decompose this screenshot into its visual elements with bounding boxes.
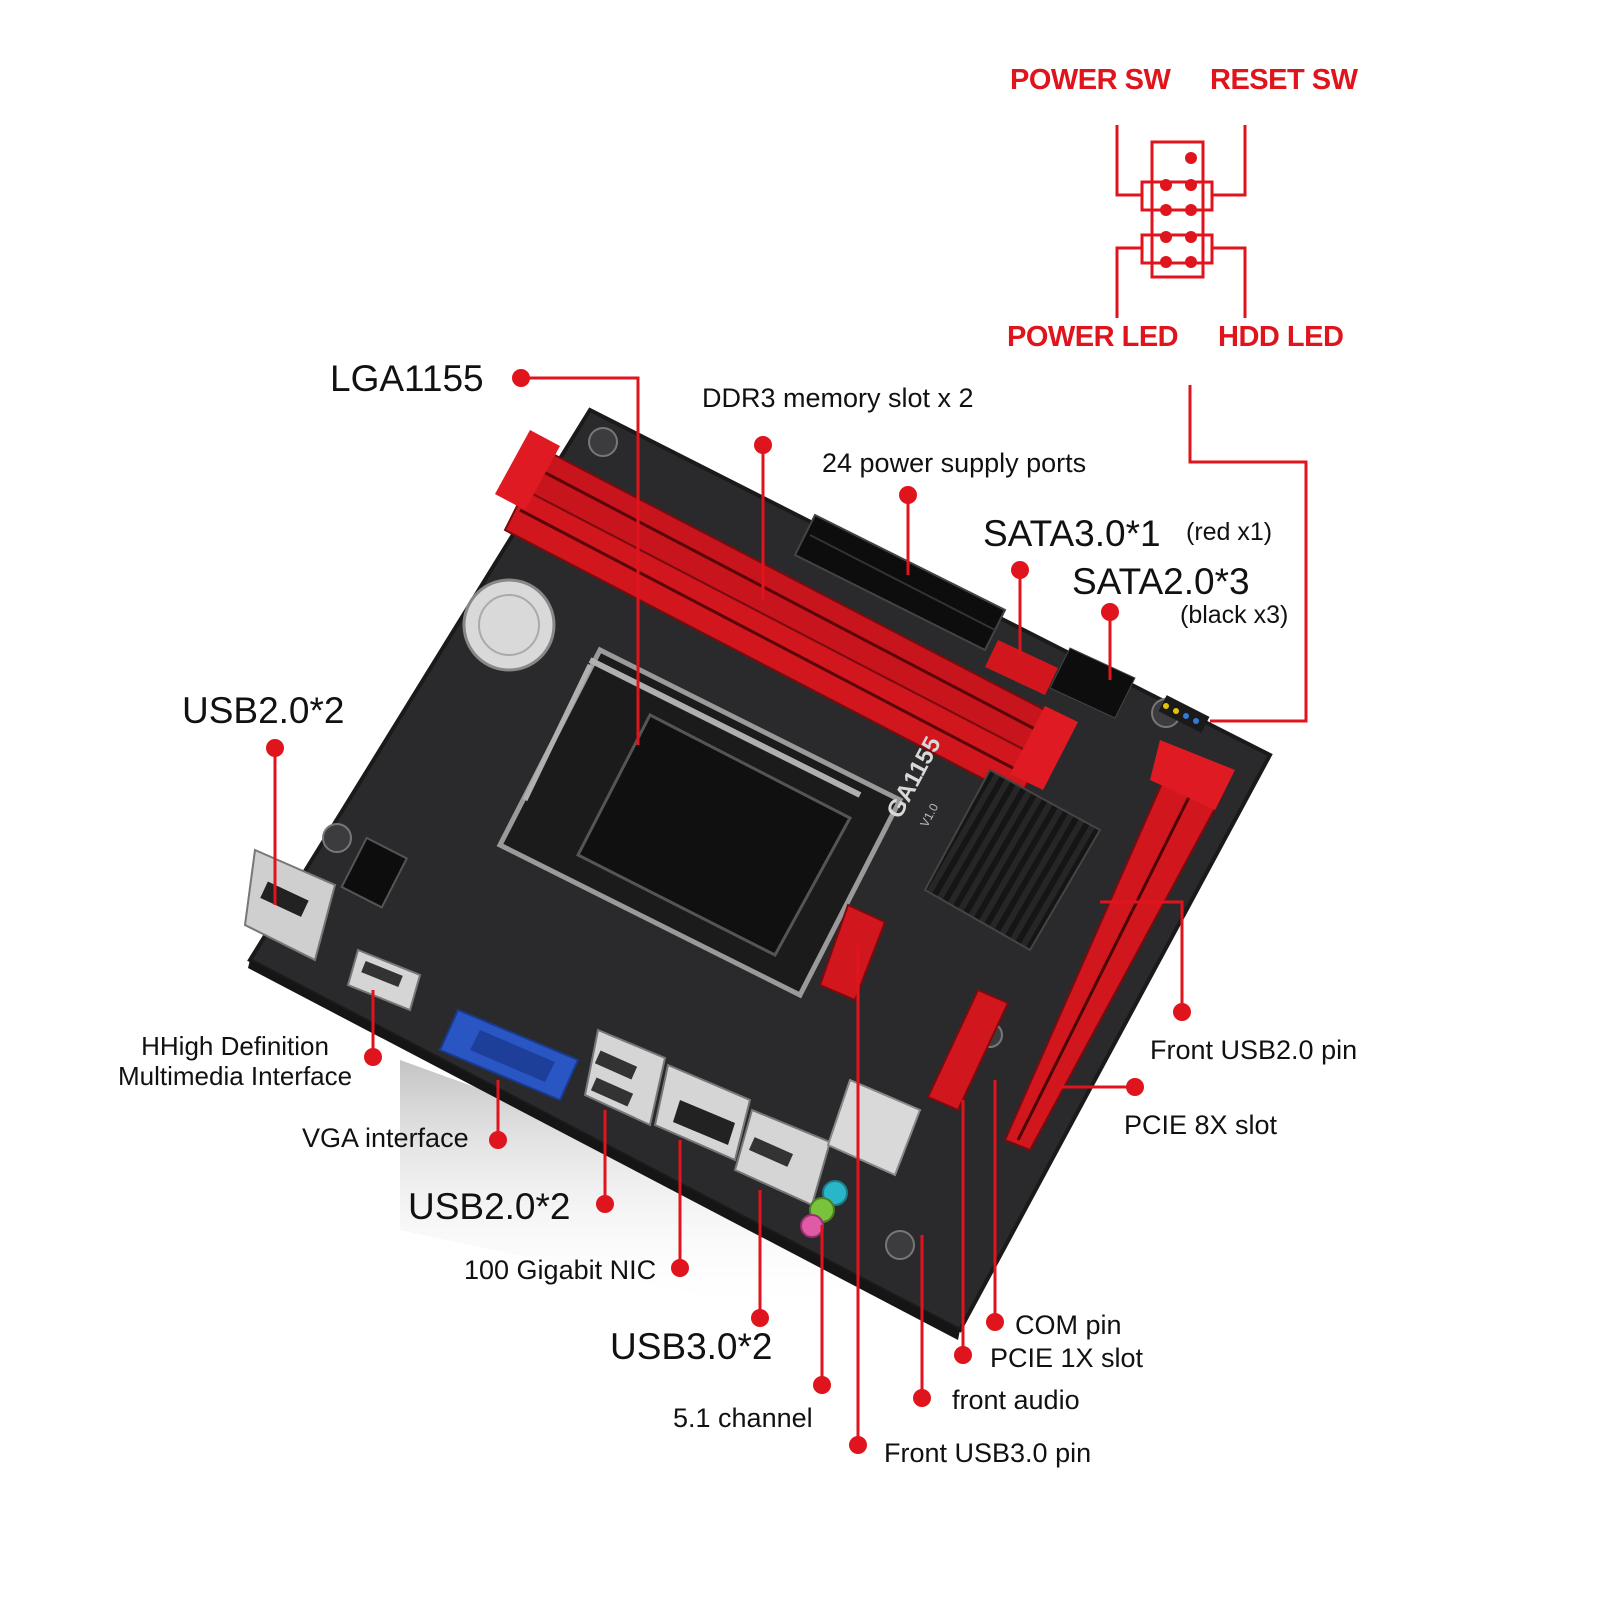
label-sata3-note: (red x1) [1186,518,1273,546]
label-sata2: SATA2.0*3 [1072,561,1250,602]
callout-lines [273,376,1308,1445]
line-front-usb2 [1100,900,1184,1012]
chipset-heatsink [923,768,1102,952]
label-nic: 100 Gigabit NIC [464,1255,657,1285]
board-shadow [400,1060,870,1320]
label-pcie8x: PCIE 8X slot [1124,1110,1278,1140]
callout-dots [266,369,1191,1454]
pcie-8x-slot [1003,740,1235,1152]
label-ddr3: DDR3 memory slot x 2 [702,383,974,413]
label-sata3: SATA3.0*1 [983,513,1161,554]
label-vga: VGA interface [302,1123,469,1153]
cpu-socket [496,646,904,999]
label-hdmi: HHigh Definition Multimedia Interface [118,1031,353,1091]
hdmi-port [346,948,422,1012]
sata3-red-connector [985,640,1058,695]
label-power-sw: POWER SW [1010,64,1171,96]
label-power24: 24 power supply ports [822,448,1087,478]
usb3-ports [733,1108,832,1207]
label-usb2-bottom: USB2.0*2 [408,1186,571,1227]
label-usb3: USB3.0*2 [610,1326,773,1367]
usb2-bottom-ports [583,1028,667,1127]
label-com: COM pin [1015,1310,1122,1340]
label-power-led: POWER LED [1007,321,1179,353]
line-front-panel [1188,385,1308,723]
pcie-1x-slot [926,988,1010,1112]
front-panel-pins [1160,152,1197,268]
cpu-4pin-power [340,836,409,909]
label-audio51: 5.1 channel [673,1403,813,1433]
atx-24pin-connector [793,513,1007,652]
cmos-battery [462,578,556,672]
io-metal-block [826,1078,922,1177]
front-panel-schematic [1115,125,1247,318]
audio-jacks [800,1180,848,1238]
label-lga1155: LGA1155 [330,358,484,399]
front-panel-header-pins [1158,695,1210,733]
label-front-usb3: Front USB3.0 pin [884,1438,1092,1468]
label-sata2-note: (black x3) [1180,601,1289,629]
label-usb2-left: USB2.0*2 [182,690,345,731]
ethernet-port [653,1063,752,1162]
label-front-audio: front audio [952,1385,1080,1415]
label-hdd-led: HDD LED [1218,321,1344,353]
front-usb3-header [818,903,887,1002]
label-pcie1x: PCIE 1X slot [990,1343,1144,1373]
label-front-usb2: Front USB2.0 pin [1150,1035,1358,1065]
vga-port [438,1008,580,1102]
line-lga [521,376,640,745]
usb2-left-ports [243,848,337,962]
sata2-black-connector [1049,647,1136,719]
label-reset-sw: RESET SW [1210,64,1358,96]
